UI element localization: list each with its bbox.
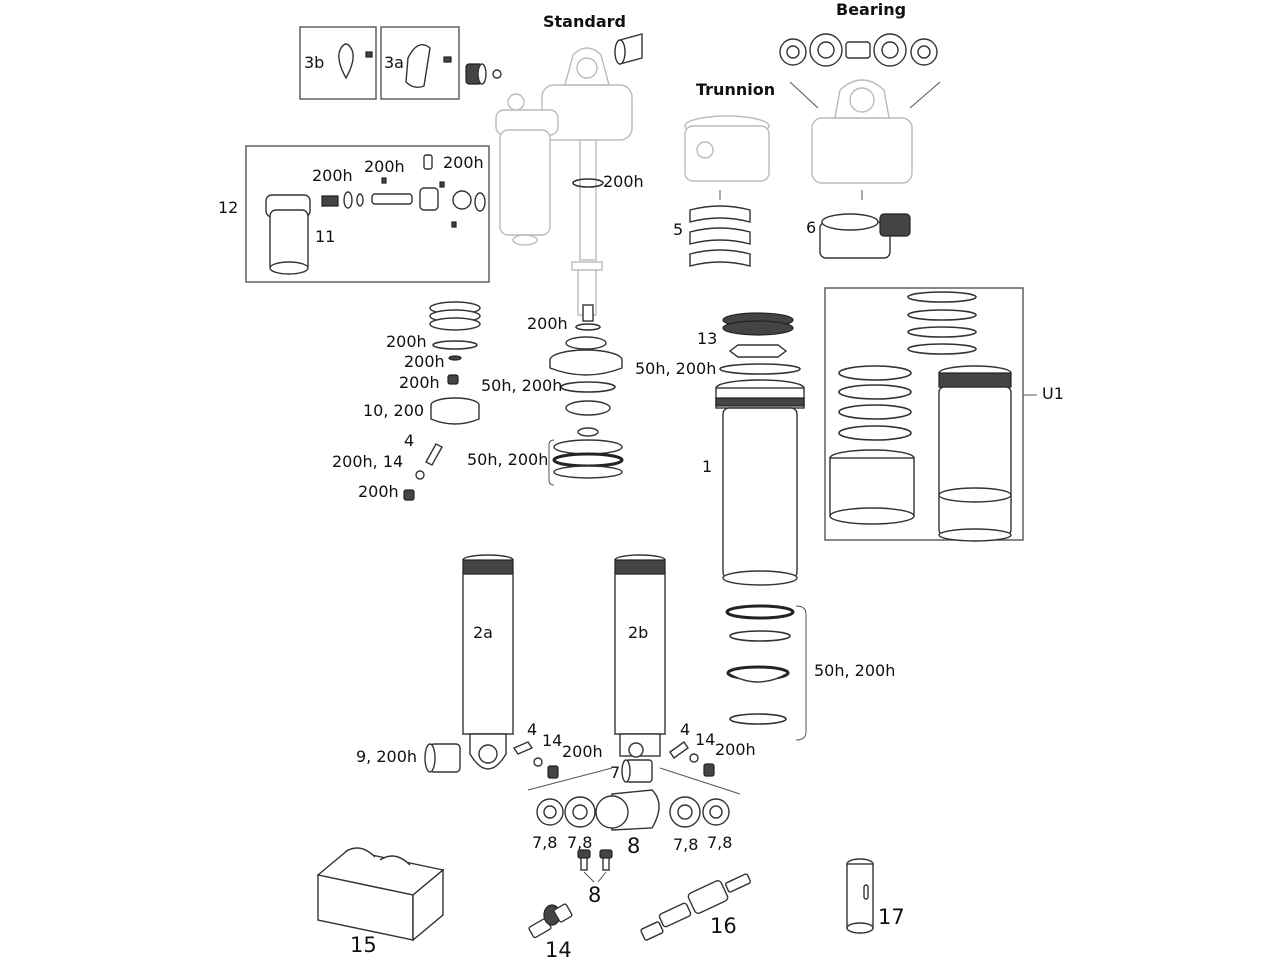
label-200h-g: 200h: [527, 314, 568, 333]
u1-inner-can: [938, 365, 1012, 542]
label-200h-b: 200h: [364, 157, 405, 176]
hardware-leaders: [527, 767, 741, 795]
label-14-a: 14: [542, 731, 562, 750]
adjuster-internals: [321, 154, 486, 228]
heading-trunnion: Trunnion: [696, 80, 775, 99]
label-200h-d: 200h: [386, 332, 427, 351]
label-78-b: 7,8: [567, 833, 592, 852]
bearings-row: [536, 789, 730, 831]
part-12-box: [245, 145, 490, 283]
bushing-top: [614, 33, 643, 65]
label-9-200h: 9, 200h: [356, 747, 417, 766]
label-4-c: 4: [680, 720, 690, 739]
bearing-set: [779, 33, 938, 67]
label-7: 7: [610, 763, 620, 782]
label-16: 16: [710, 914, 737, 938]
label-12: 12: [218, 198, 238, 217]
tool-14-adapter: [528, 903, 573, 939]
reservoir-11: [265, 194, 311, 275]
label-11: 11: [315, 227, 335, 246]
bolts-8: [577, 849, 613, 883]
body-2a: [462, 554, 514, 770]
bracket-50h200h-b: [548, 439, 555, 486]
u1-box: [824, 287, 1024, 541]
part-6: [819, 213, 911, 259]
label-200h-shaft: 200h: [603, 172, 644, 191]
standard-shock-body: [495, 47, 633, 316]
label-50h200h-b: 50h, 200h: [467, 450, 548, 469]
label-200h-j: 200h: [715, 740, 756, 759]
label-200h-f: 200h: [399, 373, 440, 392]
tool-15-block: [316, 847, 445, 942]
label-200h-e: 200h: [404, 352, 445, 371]
adjuster-knob: [465, 63, 502, 85]
bearing-leaders: [789, 81, 941, 109]
bearing-head: [811, 79, 913, 184]
label-3a: 3a: [384, 53, 404, 72]
label-200h-c: 200h: [443, 153, 484, 172]
label-15: 15: [350, 933, 377, 957]
valves-left: [512, 741, 559, 779]
label-6: 6: [806, 218, 816, 237]
seal-stack-bottom: [725, 604, 795, 725]
label-200h-14: 200h, 14: [332, 452, 403, 471]
u1-sleeve: [829, 449, 915, 525]
lever-3a-icon: [405, 44, 431, 89]
label-2a: 2a: [473, 623, 493, 642]
label-50h200h-c: 50h, 200h: [635, 359, 716, 378]
clip-5: [689, 205, 751, 267]
label-13: 13: [697, 329, 717, 348]
valve-4-top: [403, 443, 443, 501]
label-200h-a: 200h: [312, 166, 353, 185]
trunnion-head: [684, 115, 770, 182]
label-200h-i: 200h: [562, 742, 603, 761]
bushing-7: [621, 759, 653, 783]
label-8-a: 8: [627, 834, 640, 858]
body-2b: [614, 554, 666, 758]
label-2b: 2b: [628, 623, 648, 642]
label-u1: U1: [1042, 384, 1064, 403]
springs-13: [722, 312, 794, 358]
label-8-b: 8: [588, 883, 601, 907]
shaft-oring-icon: [572, 178, 604, 188]
screw-3a-icon: [443, 56, 452, 63]
valves-right: [669, 741, 715, 777]
can-oring-top: [719, 363, 801, 375]
tool-17-sleeve: [846, 858, 874, 934]
label-4-b: 4: [527, 720, 537, 739]
label-10-200: 10, 200: [363, 401, 424, 420]
label-17: 17: [878, 905, 905, 929]
bracket-50h200h-d: [795, 605, 807, 741]
screw-3b-icon: [365, 51, 373, 58]
bushing-9: [424, 743, 461, 773]
air-can-1: [715, 379, 805, 586]
center-damper-stack: [549, 304, 624, 479]
u1-rings: [838, 291, 977, 441]
label-200h-h: 200h: [358, 482, 399, 501]
piston-seal-stack: [429, 301, 481, 425]
label-78-d: 7,8: [707, 833, 732, 852]
tool-16-pump: [640, 873, 752, 941]
label-5: 5: [673, 220, 683, 239]
label-78-a: 7,8: [532, 833, 557, 852]
heading-bearing: Bearing: [836, 0, 906, 19]
label-50h200h-a: 50h, 200h: [481, 376, 562, 395]
label-3b: 3b: [304, 53, 324, 72]
label-78-c: 7,8: [673, 835, 698, 854]
label-14-c: 14: [545, 938, 572, 960]
mount-leaders: [719, 190, 863, 200]
lever-3b-icon: [338, 43, 354, 80]
heading-standard: Standard: [543, 12, 626, 31]
label-4-a: 4: [404, 431, 414, 450]
part-3b-box: 3b: [299, 26, 377, 100]
label-14-b: 14: [695, 730, 715, 749]
label-50h200h-d: 50h, 200h: [814, 661, 895, 680]
label-1: 1: [702, 457, 712, 476]
part-3a-box: 3a: [380, 26, 460, 100]
